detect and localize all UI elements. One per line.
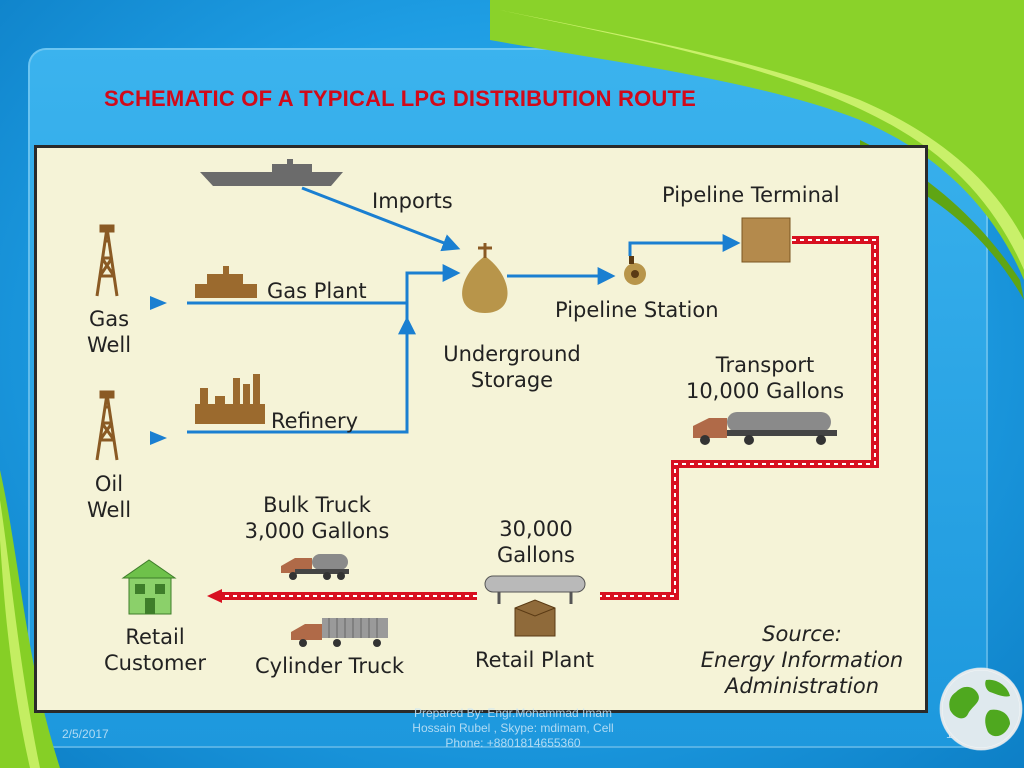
- bulk-truck-icon: [281, 554, 349, 580]
- storage-bulb-icon: [462, 243, 508, 313]
- refinery-icon: [195, 374, 265, 424]
- slide-date: 2/5/2017: [62, 727, 109, 741]
- ship-icon: [200, 159, 343, 186]
- label-gas-plant: Gas Plant: [267, 279, 367, 303]
- label-cylinder-truck: Cylinder Truck: [255, 654, 405, 678]
- slide-title: SCHEMATIC OF A TYPICAL LPG DISTRIBUTION …: [104, 86, 696, 111]
- cylinder-truck-icon: [291, 618, 388, 647]
- oil-well-arrow: [150, 431, 167, 445]
- retail-plant-box-icon: [514, 599, 556, 637]
- refinery-line: [187, 264, 461, 434]
- transport-route: [207, 236, 879, 603]
- label-pipeline-terminal: Pipeline Terminal: [662, 183, 840, 207]
- gas-plant-icon: [195, 266, 257, 298]
- pump-station-icon: [624, 256, 646, 285]
- prepared-by: Prepared By: Engr.Mohammad Imam Hossain …: [412, 706, 614, 750]
- imports-arrow: [301, 186, 461, 252]
- retail-arrow: [207, 589, 222, 603]
- tanker-truck-icon: [693, 412, 837, 445]
- label-imports: Imports: [372, 189, 453, 213]
- terminal-box-icon: [741, 217, 791, 263]
- derrick-icon: [95, 224, 119, 297]
- label-refinery: Refinery: [271, 409, 359, 433]
- storage-tank-icon: [484, 575, 586, 604]
- derrick-icon: [95, 390, 119, 461]
- station-to-terminal-arrow: [628, 234, 741, 256]
- label-retail-plant: Retail Plant: [475, 648, 594, 672]
- globe-icon: [939, 667, 1023, 751]
- house-icon: [121, 559, 177, 615]
- diagram-graphics: [95, 159, 879, 647]
- green-swoosh-left: [0, 470, 60, 768]
- gas-well-arrow: [150, 296, 167, 310]
- label-pipeline-station: Pipeline Station: [555, 298, 719, 322]
